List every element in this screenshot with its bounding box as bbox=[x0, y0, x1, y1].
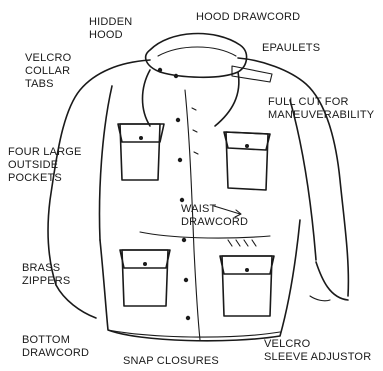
collar-snap bbox=[158, 68, 162, 72]
right-sleeve-outer bbox=[238, 58, 348, 296]
front-snap bbox=[186, 316, 190, 320]
front-snap bbox=[180, 198, 184, 202]
upper-right-pocket bbox=[226, 132, 268, 190]
velcro-sleeve-tab bbox=[310, 296, 330, 301]
label-bottom-drawcord: BOTTOM DRAWCORD bbox=[22, 334, 89, 360]
waist-drawcord-line bbox=[140, 232, 270, 238]
label-brass-zippers: BRASS ZIPPERS bbox=[22, 262, 70, 288]
label-velcro-collar-tabs: VELCRO COLLAR TABS bbox=[25, 52, 71, 91]
left-sleeve-inner bbox=[100, 86, 113, 240]
label-hood-drawcord: HOOD DRAWCORD bbox=[196, 11, 300, 24]
front-snap bbox=[176, 118, 180, 122]
right-sleeve-inner bbox=[290, 100, 316, 260]
upper-left-pocket bbox=[120, 124, 160, 180]
lower-right-pocket bbox=[222, 256, 272, 316]
collar-snap bbox=[174, 74, 178, 78]
right-lapel bbox=[215, 72, 239, 126]
label-hidden-hood: HIDDEN HOOD bbox=[89, 16, 132, 42]
label-waist-drawcord: WAIST DRAWCORD bbox=[181, 203, 248, 229]
pocket-snap bbox=[245, 144, 249, 148]
pocket-snap bbox=[139, 136, 143, 140]
hood-drawcord-line bbox=[158, 47, 236, 56]
label-four-pockets: FOUR LARGE OUTSIDE POCKETS bbox=[8, 146, 82, 185]
front-snap bbox=[178, 158, 182, 162]
label-epaulets: EPAULETS bbox=[262, 42, 320, 55]
front-snap bbox=[182, 238, 186, 242]
label-full-cut: FULL CUT FOR MANEUVERABILITY bbox=[268, 96, 374, 122]
pocket-snap bbox=[245, 268, 249, 272]
lower-left-pocket bbox=[122, 250, 168, 306]
pocket-snap bbox=[143, 262, 147, 266]
zipper-teeth bbox=[192, 108, 198, 154]
left-cuff bbox=[56, 285, 96, 318]
front-snap bbox=[184, 278, 188, 282]
label-snap-closures: SNAP CLOSURES bbox=[123, 355, 219, 368]
left-lapel bbox=[143, 70, 151, 126]
waist-gathers bbox=[228, 240, 256, 246]
right-cuff bbox=[316, 262, 348, 300]
label-velcro-sleeve-adjustor: VELCRO SLEEVE ADJUSTOR bbox=[264, 338, 371, 364]
